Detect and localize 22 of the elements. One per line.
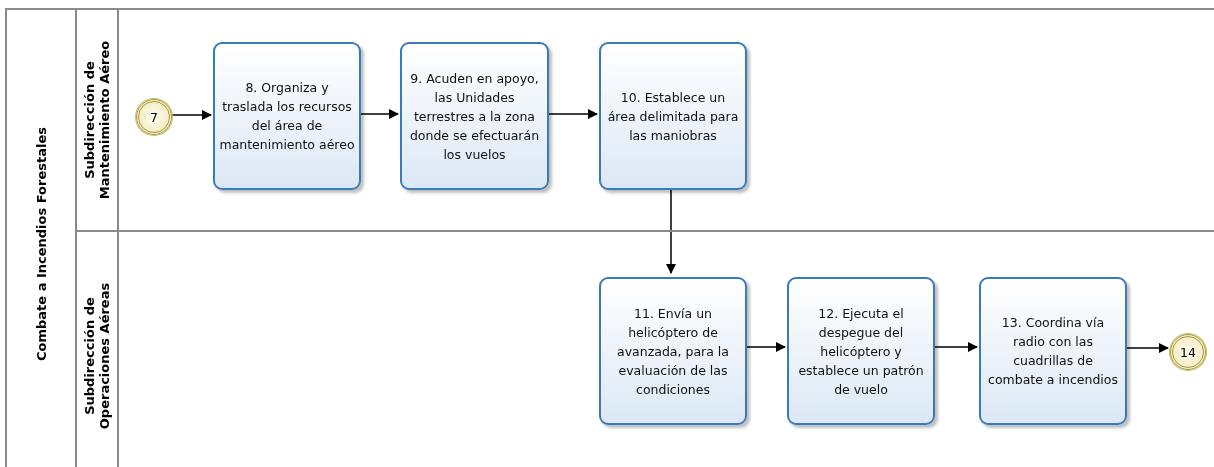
task-label: 8. Organiza y traslada los recursos del área de mantenimiento aéreo <box>219 79 355 154</box>
event-label: 14 <box>1180 344 1196 360</box>
task-box <box>979 277 1127 425</box>
arrow <box>666 187 676 274</box>
task-label: 12. Ejecuta el despegue del helicóptero y establece un patrón de vuelo <box>797 304 925 399</box>
task-label: 10. Establece un área delimitada para las maniobras <box>606 88 740 145</box>
event-label: 7 <box>150 109 158 125</box>
task-box <box>213 42 361 190</box>
task-box <box>599 277 747 425</box>
lane-title: Subdirección de Operaciones Aéreas <box>82 281 112 432</box>
task-box <box>599 42 747 190</box>
event-circle <box>136 99 172 135</box>
event-circle <box>1170 334 1206 370</box>
task-label: 13. Coordina vía radio con las cuadrillas de combate a incendios <box>987 314 1119 389</box>
task-label: 11. Envía un helicóptero de avanzada, para la evaluación de las condiciones <box>616 304 730 399</box>
lane-title: Subdirección de Mantenimiento Aéreo <box>82 39 112 202</box>
task-box <box>787 277 935 425</box>
pool-title: Combate a Incendios Forestales <box>33 127 49 361</box>
task-box <box>400 42 549 190</box>
task-label: 9. Acuden en apoyo, las Unidades terrestres a la zona donde se efectuarán los vuelos <box>408 69 541 164</box>
swimlane <box>77 230 1214 467</box>
pool <box>5 8 1214 467</box>
